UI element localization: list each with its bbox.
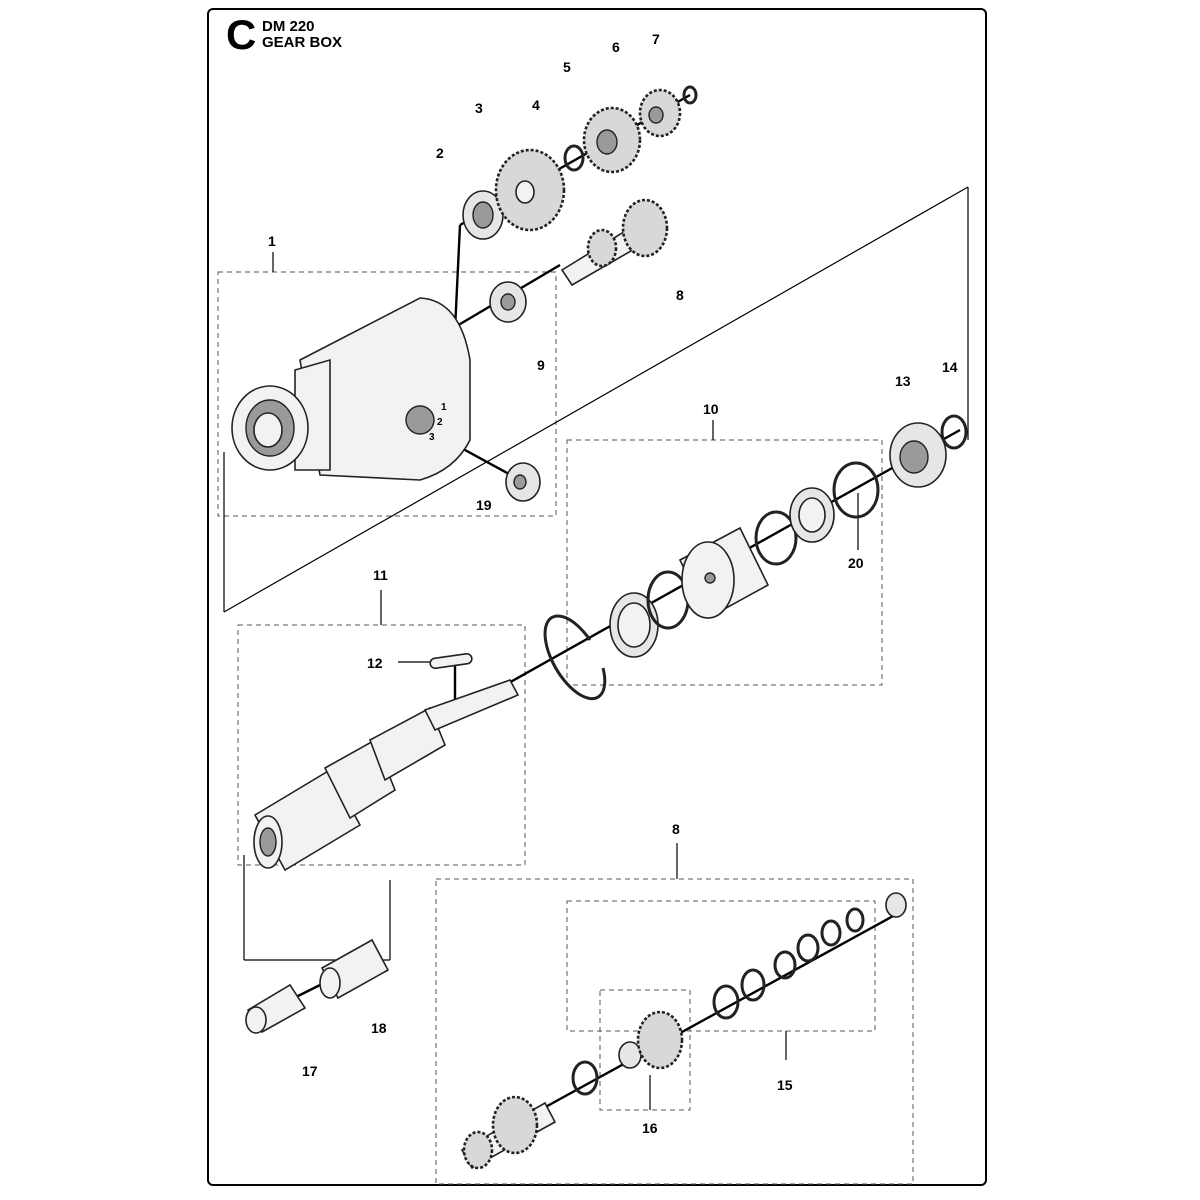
callout-3: 3	[475, 100, 483, 116]
callout-15: 15	[777, 1077, 793, 1093]
assembly-line-diagonal	[223, 186, 969, 613]
part-19-knob	[505, 462, 541, 502]
part-13-bearing	[889, 422, 947, 488]
section-title: GEAR BOX	[262, 34, 343, 51]
callout-10: 10	[703, 401, 719, 417]
callout-11: 11	[373, 567, 388, 583]
part-17-adapter	[245, 983, 307, 1034]
callout-13: 13	[895, 373, 911, 389]
callout-9: 9	[537, 357, 545, 373]
part-2-seal	[462, 190, 504, 240]
bottom-gear-16	[636, 1010, 684, 1070]
part-11-spindle	[253, 679, 520, 872]
callout-7: 7	[652, 31, 660, 47]
group-box-10	[566, 439, 883, 686]
bottom-nut	[885, 892, 907, 918]
part-5-gear	[582, 106, 642, 174]
group-10-parts	[543, 461, 880, 701]
bottom-washer-1	[571, 1060, 599, 1096]
part-14-circlip	[940, 414, 968, 450]
callout-14: 14	[942, 359, 958, 375]
part-8-shaft-bottom	[460, 1095, 557, 1170]
part-6-gear	[638, 88, 682, 138]
group-box-8-bottom	[435, 878, 914, 1185]
callout-2: 2	[436, 145, 444, 161]
callout-16: 16	[642, 1120, 658, 1136]
callout-5: 5	[563, 59, 571, 75]
gear-housing: 1 2 3	[231, 297, 471, 481]
part-8-shaft-top	[560, 198, 669, 287]
bottom-bushing-16	[618, 1041, 642, 1069]
part-4-snap-ring	[563, 144, 585, 172]
part-9-bearing	[489, 281, 527, 323]
model-name: DM 220	[262, 18, 315, 35]
callout-17: 17	[302, 1063, 318, 1079]
group-15-washers	[712, 907, 865, 1020]
callout-8-top: 8	[676, 287, 684, 303]
part-12-key	[429, 652, 473, 670]
part-7-circlip	[682, 85, 698, 105]
callout-20: 20	[848, 555, 864, 571]
housing-marking-2: 2	[437, 417, 443, 428]
callout-8-bottom: 8	[672, 821, 680, 837]
callout-1: 1	[268, 233, 276, 249]
group-box-16	[599, 989, 691, 1111]
group-box-11	[237, 624, 526, 866]
part-3-gear	[494, 148, 566, 232]
axis-gear-stack	[453, 224, 462, 331]
part-18-sleeve	[319, 938, 390, 1000]
group-box-15	[566, 900, 876, 1032]
callout-18: 18	[371, 1020, 387, 1036]
callout-6: 6	[612, 39, 620, 55]
callout-12: 12	[367, 655, 383, 671]
housing-marking-1: 1	[441, 402, 447, 413]
callout-4: 4	[532, 97, 540, 113]
callout-19: 19	[476, 497, 492, 513]
group-box-1	[217, 271, 557, 517]
section-letter: C	[226, 11, 257, 58]
housing-marking-3: 3	[429, 432, 435, 443]
